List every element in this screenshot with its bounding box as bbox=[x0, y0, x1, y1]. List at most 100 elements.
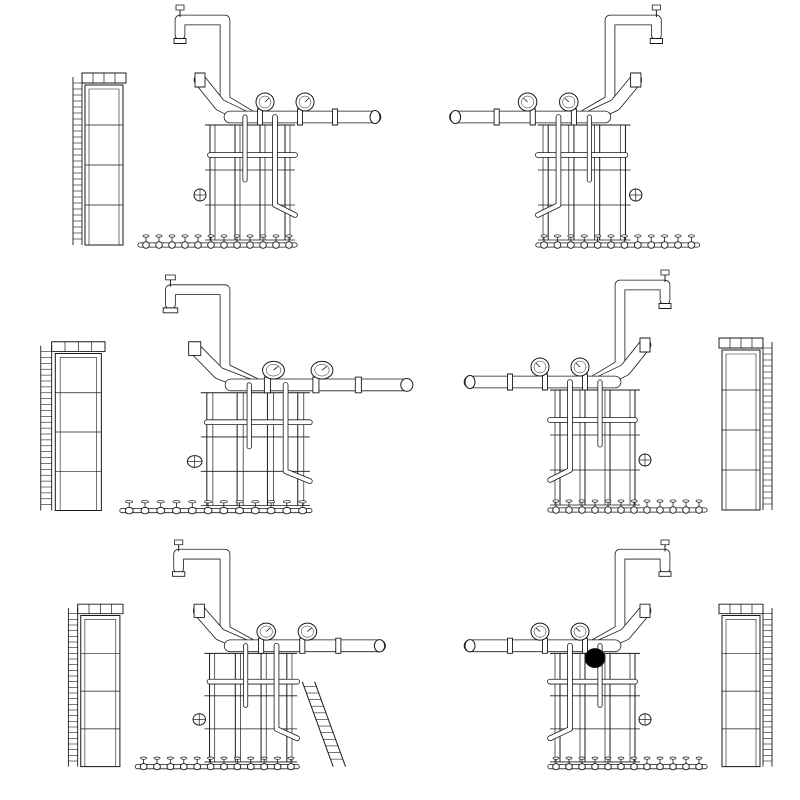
valve-handwheel bbox=[267, 501, 274, 503]
valve-body bbox=[608, 242, 615, 249]
header-end-cap bbox=[465, 376, 475, 389]
valve-handwheel bbox=[605, 500, 611, 502]
valve-body bbox=[688, 242, 695, 249]
pipe-flange bbox=[508, 638, 513, 653]
valve-body bbox=[208, 242, 215, 249]
valve-body bbox=[221, 242, 228, 249]
pipe-flange bbox=[336, 638, 341, 653]
valve-handwheel bbox=[648, 235, 654, 237]
valve-handwheel bbox=[283, 501, 290, 503]
view-top-left bbox=[60, 5, 390, 275]
valve-handwheel bbox=[252, 501, 259, 503]
valve-handwheel bbox=[657, 757, 663, 759]
valve-body bbox=[182, 242, 189, 249]
valve-manifold bbox=[122, 501, 310, 514]
top-valve bbox=[661, 540, 669, 545]
valve-handwheel bbox=[621, 235, 627, 237]
valve-body bbox=[221, 764, 228, 770]
pipe-flange bbox=[355, 377, 361, 393]
valve-body bbox=[683, 764, 690, 770]
pipe-flange bbox=[543, 374, 548, 390]
pipe-flange bbox=[640, 338, 650, 352]
pressure-gauge-icon bbox=[311, 361, 333, 379]
valve-body bbox=[267, 507, 275, 513]
valve-handwheel bbox=[195, 235, 201, 237]
valve-body bbox=[125, 507, 133, 513]
view-drawing bbox=[73, 5, 380, 248]
pipe-flange bbox=[300, 638, 305, 653]
valve-body bbox=[167, 764, 174, 770]
valve-handwheel bbox=[260, 235, 266, 237]
pipe-flange bbox=[194, 604, 204, 617]
valve-body bbox=[683, 507, 690, 514]
valve-body bbox=[592, 764, 599, 770]
pipe-flange bbox=[583, 638, 588, 653]
valve-body bbox=[173, 507, 181, 513]
support-frame bbox=[204, 653, 297, 762]
valve-body bbox=[234, 242, 241, 249]
valve-handwheel bbox=[683, 500, 689, 502]
valve-body bbox=[618, 507, 625, 514]
pipe-flange bbox=[163, 308, 178, 313]
pressure-gauge-icon bbox=[571, 358, 589, 376]
valve-handwheel bbox=[248, 757, 254, 759]
valve-handwheel bbox=[299, 501, 306, 503]
support-frame bbox=[201, 393, 310, 506]
valve-body bbox=[247, 764, 254, 770]
ladder-tower bbox=[719, 604, 772, 766]
valve-handwheel bbox=[595, 235, 601, 237]
valve-handwheel bbox=[173, 501, 180, 503]
ladder-tower bbox=[41, 342, 105, 511]
valve-body bbox=[594, 242, 601, 249]
ladder-tower bbox=[719, 338, 772, 510]
valve-body bbox=[675, 242, 682, 249]
valve-handwheel bbox=[644, 500, 650, 502]
valve-body bbox=[154, 764, 161, 770]
ladder-tower bbox=[73, 73, 126, 245]
valve-body bbox=[251, 507, 259, 513]
valve-body bbox=[621, 242, 628, 249]
valve-body bbox=[143, 242, 150, 249]
valve-body bbox=[234, 764, 241, 770]
valve-handwheel bbox=[126, 501, 133, 503]
valve-body bbox=[156, 242, 163, 249]
valve-handwheel bbox=[566, 757, 572, 759]
header-end-cap bbox=[401, 379, 413, 392]
valve-body bbox=[670, 507, 677, 514]
support-frame bbox=[538, 125, 631, 240]
valve-handwheel bbox=[143, 235, 149, 237]
valve-body bbox=[634, 242, 641, 249]
view-top-right bbox=[440, 5, 780, 275]
valve-handwheel bbox=[696, 500, 702, 502]
valve-body bbox=[169, 242, 176, 249]
header-end-cap bbox=[374, 640, 384, 652]
valve-handwheel bbox=[541, 235, 547, 237]
support-frame bbox=[205, 125, 295, 240]
valve-handwheel bbox=[608, 235, 614, 237]
valve-handwheel bbox=[247, 235, 253, 237]
valve-handwheel bbox=[182, 235, 188, 237]
valve-body bbox=[247, 242, 254, 249]
valve-body bbox=[220, 507, 228, 513]
valve-body bbox=[554, 242, 561, 249]
valve-handwheel bbox=[683, 757, 689, 759]
view-bottom-right bbox=[455, 540, 785, 795]
valve-handwheel bbox=[618, 757, 624, 759]
pressure-gauge-icon bbox=[257, 623, 276, 640]
valve-body bbox=[288, 764, 295, 770]
pipe-flange bbox=[264, 377, 270, 393]
pipe-flange bbox=[659, 304, 671, 309]
valve-handwheel bbox=[286, 235, 292, 237]
valve-manifold bbox=[550, 757, 705, 770]
valve-handwheel bbox=[221, 757, 227, 759]
pressure-gauge-icon bbox=[298, 623, 317, 640]
valve-body bbox=[618, 764, 625, 770]
valve-handwheel bbox=[688, 235, 694, 237]
valve-handwheel bbox=[141, 757, 147, 759]
valve-handwheel bbox=[657, 500, 663, 502]
valve-handwheel bbox=[236, 501, 243, 503]
valve-handwheel bbox=[288, 757, 294, 759]
valve-body bbox=[631, 507, 638, 514]
valve-handwheel bbox=[181, 757, 187, 759]
support-frame bbox=[550, 390, 640, 505]
